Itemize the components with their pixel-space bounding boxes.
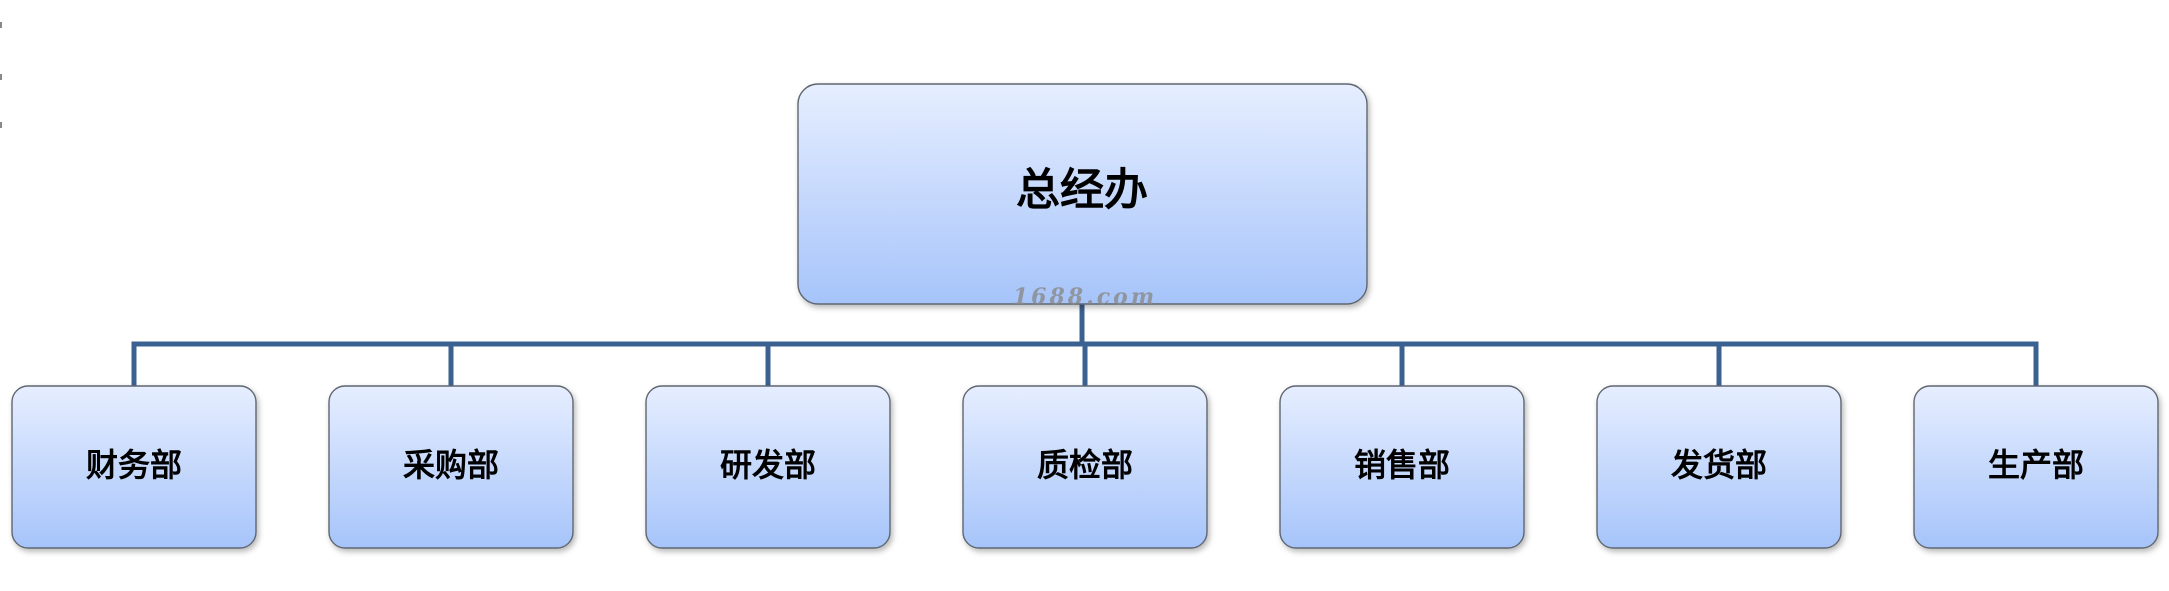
child-node-2: 采购部	[328, 385, 574, 549]
child-node-box	[1279, 385, 1525, 549]
child-node-6: 发货部	[1596, 385, 1842, 549]
root-node-label: 总经办	[1016, 165, 1148, 216]
child-node-3: 研发部	[645, 385, 891, 549]
child-node-label: 发货部	[1671, 446, 1767, 484]
child-node-box	[1596, 385, 1842, 549]
root-node: 总经办	[797, 83, 1368, 305]
child-node-5: 销售部	[1279, 385, 1525, 549]
connector-lines	[131, 304, 2039, 386]
child-node-label: 生产部	[1988, 446, 2084, 484]
child-node-box	[645, 385, 891, 549]
child-node-label: 财务部	[86, 446, 182, 484]
child-nodes: 财务部 采购部 研发部 质检部 销售部 发货部 生产部	[11, 385, 2159, 549]
child-node-box	[328, 385, 574, 549]
child-node-4: 质检部	[962, 385, 1208, 549]
watermark: 1688.com	[1013, 284, 1157, 310]
child-node-box	[11, 385, 257, 549]
child-node-label: 研发部	[720, 446, 816, 484]
child-node-7: 生产部	[1913, 385, 2159, 549]
child-node-box	[962, 385, 1208, 549]
child-node-1: 财务部	[11, 385, 257, 549]
child-node-label: 质检部	[1037, 446, 1133, 484]
root-node-box	[797, 83, 1368, 305]
child-node-label: 销售部	[1354, 446, 1450, 484]
left-edge-marks	[0, 22, 2, 128]
child-node-box	[1913, 385, 2159, 549]
child-node-label: 采购部	[403, 446, 499, 484]
